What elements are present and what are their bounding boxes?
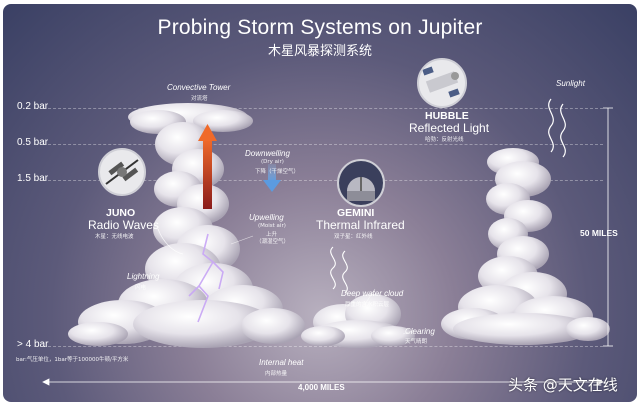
downwelling-sub: (Dry air) <box>261 159 284 165</box>
lightning-label: Lightning <box>127 272 160 281</box>
upwelling-cn-2: （潮湿空气） <box>256 239 290 245</box>
height-scale-label: 50 MILES <box>580 228 618 238</box>
deep-water-cloud-label: Deep water cloud <box>341 289 404 298</box>
pressure-line-4 <box>43 346 603 347</box>
gemini-method: Thermal Infrared <box>316 218 405 232</box>
pressure-label-0-2: 0.2 bar <box>17 101 49 112</box>
width-scale-line <box>42 378 604 386</box>
gemini-method-cn: 双子星：红外线 <box>334 234 373 240</box>
pressure-line-0-5 <box>43 144 603 145</box>
internal-heat-cn: 内部热量 <box>265 371 288 377</box>
gemini-name: GEMINI <box>337 207 375 219</box>
deep-water-cloud <box>301 294 415 348</box>
convective-tower-label: Convective Tower <box>167 83 231 92</box>
height-scale-line <box>603 107 613 347</box>
radio-wave-lines <box>157 228 184 255</box>
pressure-label-4: > 4 bar <box>17 339 49 350</box>
upwelling-label: Upwelling <box>249 213 284 222</box>
lightning-cn: 闪电 <box>135 285 147 291</box>
upwelling-cn-1: 上升 <box>266 232 278 238</box>
infographic-canvas: Probing Storm Systems on Jupiter 木星风暴探测系… <box>3 4 637 402</box>
downwelling-cn: 下降（干燥空气） <box>255 169 300 175</box>
width-scale-label: 4,000 MILES <box>298 383 345 392</box>
convective-tower-cloud <box>68 103 305 348</box>
hubble-name: HUBBLE <box>425 110 469 122</box>
lightning-icon <box>188 233 224 323</box>
clearing-cn: 天气晴朗 <box>405 339 428 345</box>
juno-method-cn: 木星：无线电波 <box>95 234 134 240</box>
upwelling-arrow <box>198 124 217 209</box>
deep-water-cloud-cn: 厚重的含水积云层 <box>345 302 390 308</box>
downwelling-label: Downwelling <box>245 149 290 158</box>
page-title: Probing Storm Systems on Jupiter <box>157 16 483 39</box>
pressure-line-0-2 <box>43 108 603 109</box>
hubble-cloud <box>441 148 610 345</box>
upwelling-sub: (Moist air) <box>258 223 286 229</box>
internal-heat-label: Internal heat <box>259 358 304 367</box>
pressure-label-1-5: 1.5 bar <box>17 173 49 184</box>
footnote: bar:气压单位，1bar等于100000牛顿/平方米 <box>16 357 129 363</box>
gemini-observatory-icon <box>337 159 385 207</box>
page-subtitle: 木星风暴探测系统 <box>267 44 372 59</box>
watermark: 头条 @天文在线 <box>508 376 618 394</box>
clearing-label: Clearing <box>405 327 435 336</box>
clouds-layer <box>42 98 613 386</box>
convective-tower-cn: 对流塔 <box>191 96 208 102</box>
sunlight-squiggle-icon <box>548 98 566 158</box>
hubble-method-cn: 哈勃：反射光线 <box>425 137 464 143</box>
thermal-squiggle-icon <box>330 246 348 294</box>
pressure-line-1-5 <box>43 180 603 181</box>
downwelling-arrow <box>263 164 281 192</box>
sunlight-label: Sunlight <box>556 79 585 88</box>
pressure-label-0-5: 0.5 bar <box>17 137 49 148</box>
hubble-telescope-icon <box>417 58 467 108</box>
juno-name: JUNO <box>106 207 136 219</box>
juno-spacecraft-icon <box>98 148 146 196</box>
hubble-method: Reflected Light <box>409 121 490 135</box>
juno-method: Radio Waves <box>88 218 159 232</box>
